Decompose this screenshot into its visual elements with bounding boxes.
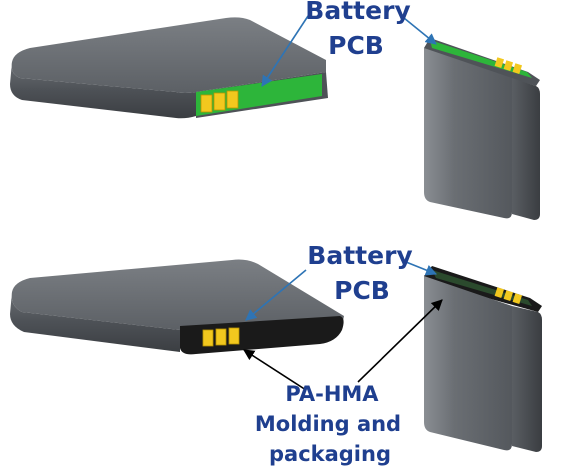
battery-contacts-icon <box>494 287 523 304</box>
battery-contacts-icon <box>200 90 239 113</box>
label-top-battery: Battery <box>305 0 410 25</box>
arrow-top-left-pcb <box>261 15 309 87</box>
battery-flat-molded-pcb <box>10 259 344 355</box>
arrow-molding-left <box>243 349 307 391</box>
label-packaging: packaging <box>269 442 391 466</box>
label-bottom-pcb: PCB <box>334 276 390 305</box>
battery-upright-molded-pcb <box>424 266 542 452</box>
label-molding-and: Molding and <box>255 412 401 436</box>
arrow-molding-right <box>357 299 443 383</box>
battery-flat-exposed-pcb <box>10 17 328 119</box>
battery-upright-exposed-pcb <box>424 38 540 220</box>
label-top-pcb: PCB <box>328 31 384 60</box>
arrow-bottom-right-pcb <box>405 261 438 276</box>
arrow-bottom-left-pcb <box>245 269 307 321</box>
battery-contacts-icon <box>494 57 523 74</box>
battery-contacts-icon <box>202 327 240 347</box>
label-pa-hma: PA-HMA <box>285 382 379 406</box>
arrow-top-right-pcb <box>403 17 437 45</box>
label-bottom-battery: Battery <box>307 241 412 270</box>
